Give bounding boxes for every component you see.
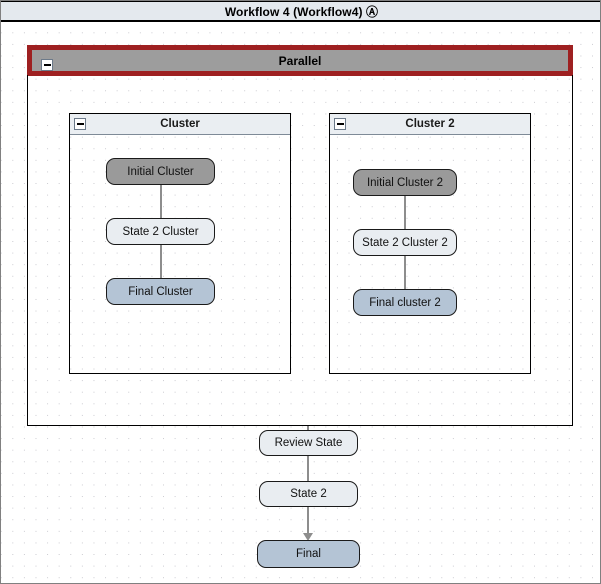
- node-final-cluster-2[interactable]: Final cluster 2: [353, 289, 457, 316]
- node-label: State 2: [290, 488, 327, 500]
- cluster-region-2-label: Cluster 2: [405, 118, 455, 130]
- node-label: State 2 Cluster 2: [362, 236, 448, 249]
- cluster-region-2[interactable]: Cluster 2 Initial Cluster 2 State 2 Clus…: [329, 113, 531, 374]
- page-title: Workflow 4 (Workflow4) Ⓐ: [224, 4, 379, 19]
- connector-arrowhead: [303, 533, 313, 541]
- connector-arrow: [404, 196, 406, 246]
- parallel-region-label: Parallel: [278, 53, 322, 68]
- parallel-region[interactable]: Parallel Cluster Initial Cluster State 2…: [27, 45, 573, 426]
- minus-square-icon-parallel[interactable]: [41, 59, 53, 71]
- node-label: Final cluster 2: [369, 296, 441, 309]
- connector-arrow: [307, 507, 309, 538]
- connector-arrow: [404, 256, 406, 306]
- minus-square-icon-cluster-2[interactable]: [334, 118, 346, 130]
- connector-arrow: [307, 456, 309, 487]
- node-final-cluster[interactable]: Final Cluster: [106, 278, 215, 305]
- cluster-region-2-header[interactable]: Cluster 2: [330, 114, 530, 135]
- node-state-2-cluster[interactable]: State 2 Cluster: [106, 218, 215, 245]
- minus-square-icon-cluster-1[interactable]: [74, 118, 86, 130]
- connector-arrow: [160, 185, 162, 235]
- node-review-state[interactable]: Review State: [259, 430, 358, 456]
- connector-arrow: [160, 245, 162, 295]
- node-label: State 2 Cluster: [122, 225, 199, 238]
- cluster-region-1[interactable]: Cluster Initial Cluster State 2 Cluster …: [69, 113, 291, 374]
- cluster-region-1-header[interactable]: Cluster: [70, 114, 290, 135]
- node-label: Final: [296, 548, 321, 560]
- node-initial-cluster[interactable]: Initial Cluster: [106, 158, 215, 185]
- node-initial-cluster-2[interactable]: Initial Cluster 2: [353, 169, 457, 196]
- node-label: Review State: [274, 437, 343, 449]
- node-final[interactable]: Final: [257, 540, 360, 568]
- node-state-2-cluster-2[interactable]: State 2 Cluster 2: [353, 229, 457, 256]
- cluster-region-1-label: Cluster: [160, 118, 200, 130]
- node-label: Initial Cluster: [127, 165, 194, 178]
- parallel-region-header[interactable]: Parallel: [27, 45, 573, 76]
- node-state-2[interactable]: State 2: [259, 481, 358, 507]
- window-titlebar: Workflow 4 (Workflow4) Ⓐ: [1, 1, 600, 22]
- diagram-canvas[interactable]: Parallel Cluster Initial Cluster State 2…: [1, 24, 600, 583]
- node-label: Initial Cluster 2: [366, 176, 444, 189]
- parallel-region-body: [27, 75, 573, 426]
- node-label: Final Cluster: [128, 285, 193, 298]
